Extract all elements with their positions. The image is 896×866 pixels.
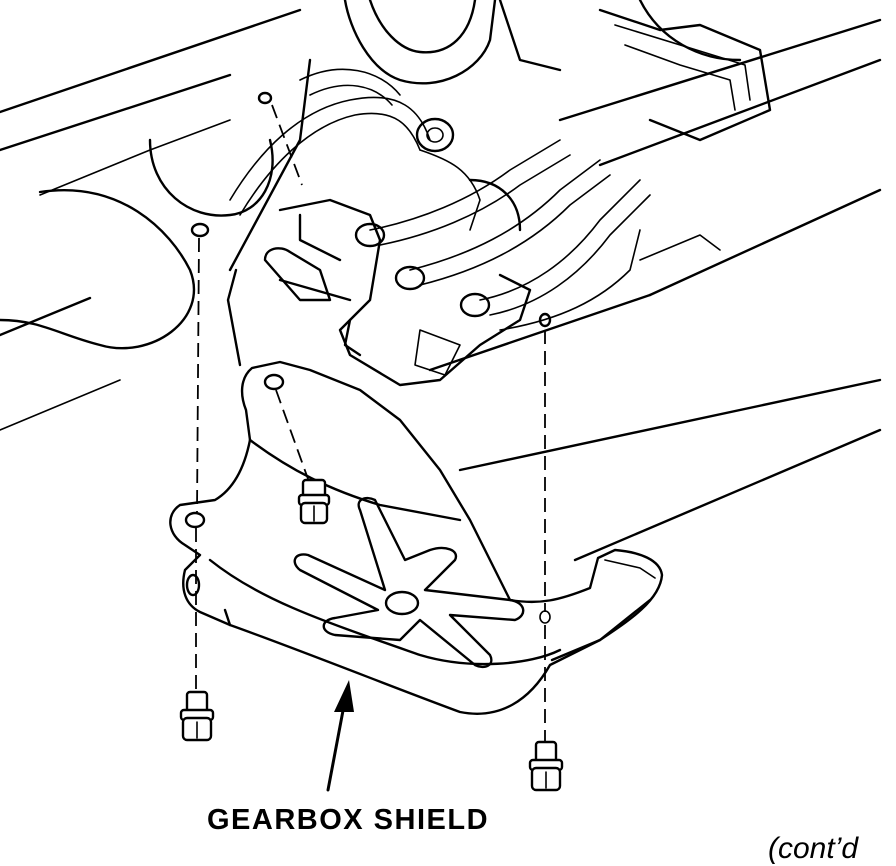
callout-arrow bbox=[326, 680, 354, 792]
flange-bolt-shield-top bbox=[297, 478, 331, 525]
flange-bolt-left bbox=[179, 690, 215, 742]
crossmember bbox=[428, 18, 882, 562]
continued-note: (cont’d bbox=[768, 832, 859, 865]
flange-bolt-right bbox=[528, 740, 564, 792]
bolt-alignment-lines bbox=[195, 104, 546, 745]
hydraulic-lines bbox=[229, 68, 651, 331]
valve-body bbox=[263, 117, 532, 387]
upper-mount-holes bbox=[190, 91, 552, 328]
subframe-outline bbox=[0, 8, 312, 431]
gearbox-shield-label: GEARBOX SHIELD bbox=[207, 804, 490, 836]
steering-rack bbox=[343, 0, 772, 232]
gearbox-shield bbox=[169, 360, 664, 715]
